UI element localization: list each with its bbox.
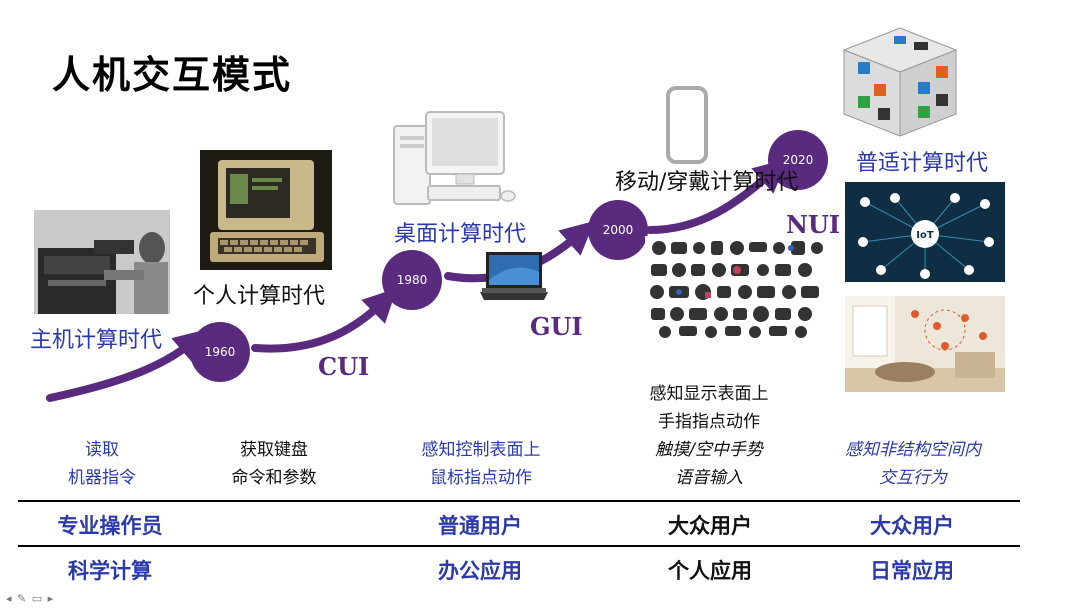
node-1980: 1980	[382, 250, 442, 310]
arrow-segment-2	[251, 288, 397, 353]
desc-col4-line4: 语音输入	[675, 468, 743, 488]
apps-col1: 科学计算	[68, 559, 152, 583]
apps-col5: 日常应用	[870, 559, 954, 583]
desc-col1: 读取 机器指令	[44, 436, 160, 492]
desc-col2-line1: 获取键盘	[240, 440, 308, 460]
desc-col2: 获取键盘 命令和参数	[212, 436, 336, 492]
node-2000: 2000	[588, 200, 648, 260]
desc-col5-line1: 感知非结构空间内	[845, 440, 981, 460]
desc-col3-line1: 感知控制表面上	[421, 440, 541, 460]
node-2020: 2020	[768, 130, 828, 190]
prev-arrow-icon[interactable]: ◂	[6, 592, 13, 605]
users-col4: 大众用户	[668, 514, 752, 538]
desc-col1-line1: 读取	[85, 440, 119, 460]
gui-label: GUI	[530, 312, 583, 341]
era-personal: 个人计算时代	[193, 284, 326, 309]
desc-col3: 感知控制表面上 鼠标指点动作	[396, 436, 566, 492]
slides-icon[interactable]: ▭	[31, 592, 44, 605]
iot-network-image: IoT	[845, 182, 1005, 282]
mainframe-photo	[34, 210, 170, 314]
users-col5: 大众用户	[870, 514, 954, 538]
era-mobile-wearable: 移动/穿戴计算时代	[615, 170, 799, 195]
desc-col5-line2: 交互行为	[879, 468, 947, 488]
table-rule-top	[18, 500, 1020, 502]
arrow-segment-4	[646, 158, 788, 234]
smart-icons-cube	[842, 27, 958, 137]
next-arrow-icon[interactable]: ▸	[47, 592, 55, 605]
node-1960: 1960	[190, 322, 250, 382]
era-ubiquitous: 普适计算时代	[856, 151, 989, 176]
smart-home-image	[845, 296, 1005, 392]
edit-icon[interactable]: ✎	[17, 592, 28, 605]
era-mainframe: 主机计算时代	[30, 328, 163, 353]
table-rule-middle	[18, 545, 1020, 547]
personal-computer-photo	[200, 150, 332, 270]
slide-title: 人机交互模式	[52, 53, 293, 97]
desc-col4-line2: 手指指点动作	[658, 412, 760, 432]
iot-badge: IoT	[916, 230, 934, 241]
desc-col2-line2: 命令和参数	[231, 468, 317, 488]
laptop-illustration	[480, 252, 548, 300]
desc-col4-line3: 触摸/空中手势	[655, 440, 763, 460]
wearable-devices-collage	[645, 236, 827, 340]
nui-label: NUI	[786, 210, 841, 239]
desc-col4: 感知显示表面上 手指指点动作 触摸/空中手势 语音输入	[620, 380, 798, 492]
arrow-segment-1	[46, 329, 208, 402]
slide-nav-controls: ◂ ✎ ▭ ▸	[6, 592, 54, 605]
users-col1: 专业操作员	[57, 514, 163, 538]
desc-col5: 感知非结构空间内 交互行为	[818, 436, 1008, 492]
desc-col1-line2: 机器指令	[68, 468, 136, 488]
apps-col4: 个人应用	[668, 559, 752, 583]
desc-col4-line1: 感知显示表面上	[649, 384, 769, 404]
era-desktop: 桌面计算时代	[394, 222, 527, 247]
apps-col3: 办公应用	[438, 559, 522, 583]
desc-col3-line2: 鼠标指点动作	[430, 468, 532, 488]
cui-label: CUI	[318, 352, 370, 381]
smartphone-icon	[666, 86, 708, 164]
users-col3: 普通用户	[438, 514, 522, 538]
desktop-computer-illustration	[393, 111, 516, 205]
